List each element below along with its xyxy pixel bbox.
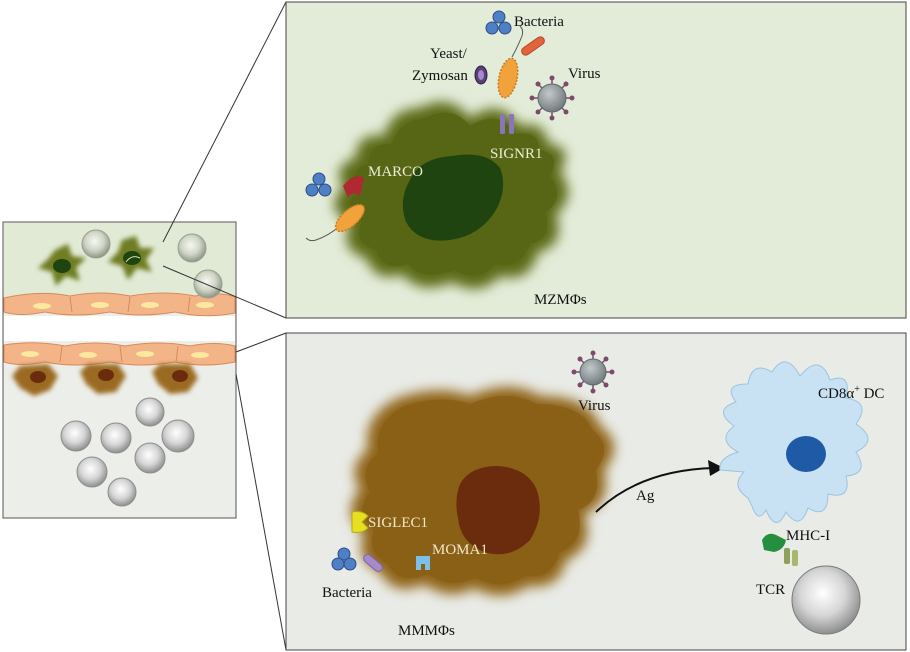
small-mz-macrophage: [108, 236, 154, 280]
cd8-dc-superscript: +: [854, 384, 860, 395]
bacteria-cocci-icon: [305, 172, 332, 197]
marco-receptor: [343, 176, 364, 198]
bacteria-top-label: Bacteria: [514, 14, 564, 30]
siglec1-receptor: [351, 511, 369, 533]
tcr-label: TCR: [756, 582, 785, 598]
rod-bacterium-icon: [363, 554, 383, 572]
mm-macrophage-panel: SIGLEC1 MOMA1 Bacteria MMMΦs: [285, 332, 907, 651]
small-mm-macrophage: [12, 364, 58, 396]
lymphocyte-cluster: [60, 397, 195, 507]
mz-macrophage: [334, 101, 569, 289]
flagellated-bacterium-icon: [305, 203, 366, 242]
overview-panel: [2, 221, 237, 519]
lymphocyte: [193, 269, 223, 299]
endothelial-layer-bottom: [3, 342, 236, 366]
signr1-receptor: [500, 114, 514, 134]
marco-label: MARCO: [368, 164, 423, 180]
mzm-label: MZMΦs: [534, 292, 587, 308]
mhc-i-molecule: [762, 533, 786, 552]
mmm-label: MMMΦs: [398, 623, 455, 639]
endothelial-layer-top: [3, 292, 236, 317]
bacteria-bottom-label: Bacteria: [322, 585, 372, 601]
t-cell: [791, 565, 861, 635]
small-mm-macrophage: [152, 364, 198, 394]
lymphocyte: [177, 233, 207, 263]
mz-macrophage-panel: SIGNR1 MARCO MZMΦs Bacteria Yeast/ Zymos…: [285, 1, 907, 319]
ag-label: Ag: [636, 488, 655, 504]
virus-icon: [571, 350, 615, 394]
dc-nucleus: [786, 436, 826, 472]
siglec1-label: SIGLEC1: [368, 515, 428, 531]
zoom-connector-lines: [162, 1, 287, 651]
small-mm-macrophage: [80, 364, 126, 394]
mm-macrophage: [350, 387, 615, 596]
bacteria-cocci-icon: [331, 547, 357, 571]
flagellated-bacterium-icon: [497, 25, 524, 99]
rod-bacterium-icon: [521, 36, 545, 56]
mm-nucleus: [456, 466, 540, 555]
yeast-label: Yeast/: [430, 46, 468, 62]
signr1-label: SIGNR1: [490, 146, 543, 162]
tcr-receptor: [784, 548, 798, 566]
zymosan-label: Zymosan: [412, 68, 468, 84]
virus-icon: [529, 75, 575, 121]
cd8-dendritic-cell: [719, 361, 869, 523]
cd8-dc-label: CD8α+ DC: [818, 384, 884, 402]
mhc-label: MHC-I: [786, 528, 830, 544]
lymphocyte: [81, 229, 111, 259]
yeast-core: [478, 70, 484, 80]
cd8-dc-suffix: DC: [860, 386, 885, 402]
cd8-dc-prefix: CD8α: [818, 386, 854, 402]
virus-top-label: Virus: [568, 66, 601, 82]
moma1-receptor: [416, 556, 430, 570]
small-mz-macrophage: [38, 244, 86, 286]
mz-nucleus: [402, 154, 504, 241]
antigen-transfer-arrow: [595, 460, 724, 513]
moma1-label: MOMA1: [432, 542, 488, 558]
virus-bottom-label: Virus: [578, 398, 611, 414]
bacteria-cocci-icon: [485, 10, 512, 35]
